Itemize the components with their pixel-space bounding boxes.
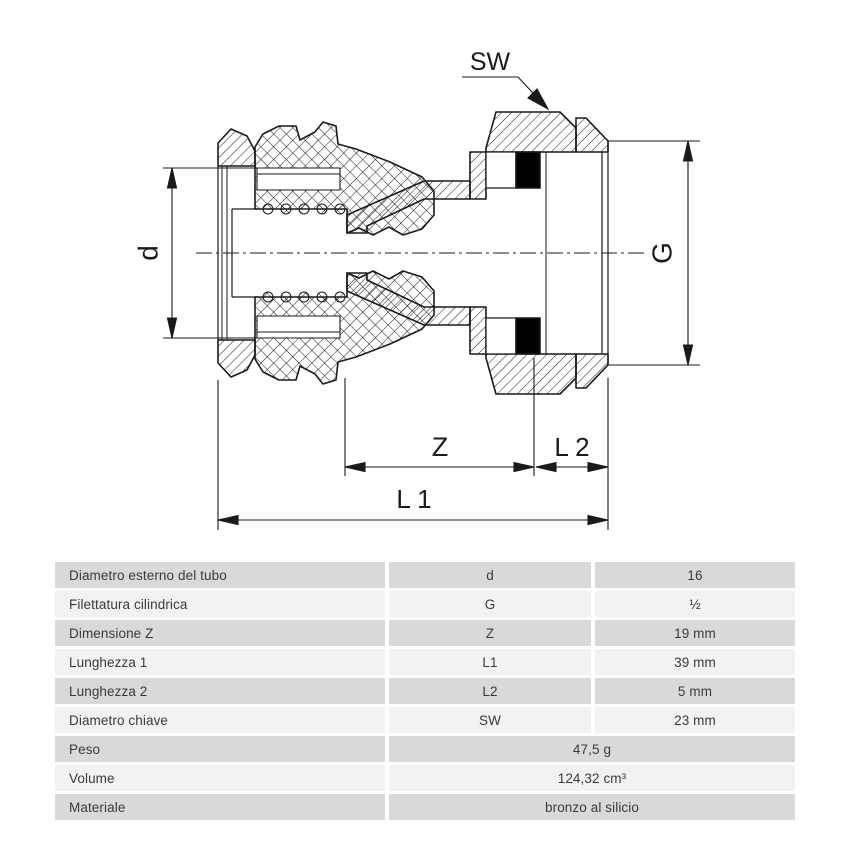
table-row: Materiale bronzo al silicio [55,794,795,820]
table-row: Lunghezza 1 L1 39 mm [55,649,795,675]
spec-value: 39 mm [595,649,795,675]
spec-symbol: Z [389,620,591,646]
dim-label-sw: SW [470,48,511,76]
spec-symbol: G [389,591,591,617]
union-nut [485,111,577,395]
spec-value: 19 mm [595,620,795,646]
spec-value: 5 mm [595,678,795,704]
dimension-g: G [608,140,700,366]
fitting-cross-section [196,111,644,395]
spec-symbol: L1 [389,649,591,675]
table-row: Dimensione Z Z 19 mm [55,620,795,646]
spec-label: Dimensione Z [55,620,385,646]
dim-label-l1: L 1 [396,484,431,514]
spec-table: Diametro esterno del tubo d 16 Filettatu… [55,562,795,823]
grip-barbs [262,203,346,303]
spec-symbol: SW [389,707,591,733]
spec-symbol: L2 [389,678,591,704]
spec-label: Filettatura cilindrica [55,591,385,617]
dimension-l2: L 2 [535,378,609,530]
dimensions: d G SW [132,48,700,530]
spec-value: 16 [595,562,795,588]
dimension-z: Z [344,358,535,476]
seal-ring [515,151,541,355]
spec-label: Lunghezza 1 [55,649,385,675]
dim-label-z: Z [432,432,449,462]
spec-value: 124,32 cm³ [389,765,795,791]
spec-label: Peso [55,736,385,762]
dim-label-l2: L 2 [554,432,589,462]
dimension-sw: SW [462,48,550,111]
spec-symbol: d [389,562,591,588]
spec-label: Lunghezza 2 [55,678,385,704]
spec-value: 23 mm [595,707,795,733]
table-row: Filettatura cilindrica G ½ [55,591,795,617]
dim-label-g: G [646,242,677,264]
spec-value: ½ [595,591,795,617]
body-cone [346,151,487,355]
spec-label: Diametro chiave [55,707,385,733]
spec-value: bronzo al silicio [389,794,795,820]
table-row: Volume 124,32 cm³ [55,765,795,791]
table-row: Lunghezza 2 L2 5 mm [55,678,795,704]
dimension-l1: L 1 [217,380,609,530]
table-row: Diametro chiave SW 23 mm [55,707,795,733]
technical-drawing: d G SW [132,48,700,530]
spec-value: 47,5 g [389,736,795,762]
table-row: Peso 47,5 g [55,736,795,762]
dim-label-d: d [132,245,163,261]
table-row: Diametro esterno del tubo d 16 [55,562,795,588]
dimension-d: d [132,167,257,339]
spec-label: Materiale [55,794,385,820]
spec-label: Diametro esterno del tubo [55,562,385,588]
spec-label: Volume [55,765,385,791]
